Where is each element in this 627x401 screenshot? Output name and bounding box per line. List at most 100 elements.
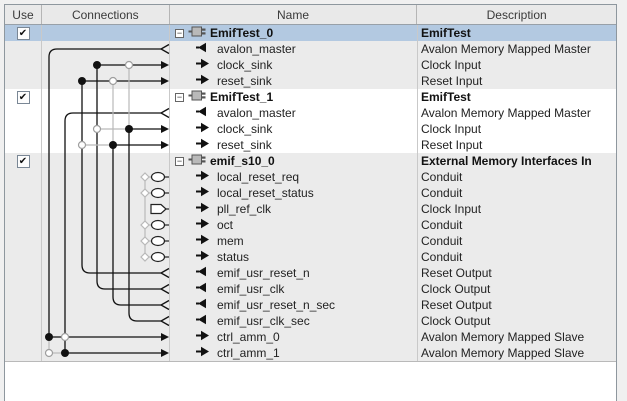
- port-name-cell[interactable]: emif_usr_clk: [170, 281, 418, 297]
- output-port-icon: [196, 266, 211, 280]
- table-row-port[interactable]: ctrl_amm_0 Avalon Memory Mapped Slave: [5, 329, 616, 345]
- input-port-icon: [196, 74, 211, 88]
- port-name-cell[interactable]: avalon_master: [170, 41, 418, 57]
- collapse-toggle[interactable]: −: [175, 155, 184, 166]
- table-row-emiftest-1[interactable]: ✔ − EmifTest_1 EmifTest: [5, 89, 616, 105]
- table-row-emif-s10-0[interactable]: ✔ − emif_s10_0 External Memory Interface…: [5, 153, 616, 169]
- description-cell: EmifTest: [418, 89, 616, 105]
- port-name-cell[interactable]: mem: [170, 233, 418, 249]
- table-header: Use Connections Name Description: [5, 5, 616, 25]
- description-cell: External Memory Interfaces In: [418, 153, 616, 169]
- table-row-port[interactable]: avalon_master Avalon Memory Mapped Maste…: [5, 41, 616, 57]
- table-row-port[interactable]: local_reset_status Conduit: [5, 185, 616, 201]
- port-name: emif_usr_clk_sec: [217, 314, 310, 328]
- description-cell: Conduit: [418, 185, 616, 201]
- module-icon: [188, 90, 206, 104]
- input-port-icon: [196, 218, 211, 232]
- table-row-port[interactable]: pll_ref_clk Clock Input: [5, 201, 616, 217]
- table-row-port[interactable]: reset_sink Reset Input: [5, 73, 616, 89]
- table-row-port[interactable]: oct Conduit: [5, 217, 616, 233]
- port-name-cell[interactable]: emif_usr_reset_n_sec: [170, 297, 418, 313]
- port-name-cell[interactable]: emif_usr_reset_n: [170, 265, 418, 281]
- port-name: ctrl_amm_0: [217, 330, 280, 344]
- port-name: pll_ref_clk: [217, 202, 272, 216]
- column-header-use-label: Use: [12, 7, 34, 22]
- export-endpoint-icons[interactable]: [150, 171, 169, 263]
- port-name-cell[interactable]: pll_ref_clk: [170, 201, 418, 217]
- table-row-port[interactable]: emif_usr_clk_sec Clock Output: [5, 313, 616, 329]
- port-name-cell[interactable]: oct: [170, 217, 418, 233]
- port-name: reset_sink: [217, 74, 272, 88]
- input-port-icon: [196, 58, 211, 72]
- table-row-port[interactable]: local_reset_req Conduit: [5, 169, 616, 185]
- description-cell: Avalon Memory Mapped Slave: [418, 329, 616, 345]
- module-name-cell[interactable]: − EmifTest_1: [170, 89, 418, 105]
- column-header-connections: Connections: [42, 5, 170, 24]
- column-header-connections-label: Connections: [71, 7, 139, 22]
- table-row-port[interactable]: emif_usr_reset_n_sec Reset Output: [5, 297, 616, 313]
- table-row-port[interactable]: avalon_master Avalon Memory Mapped Maste…: [5, 105, 616, 121]
- port-name-cell[interactable]: local_reset_req: [170, 169, 418, 185]
- module-name: EmifTest_1: [210, 90, 274, 104]
- table-row-emiftest-0[interactable]: ✔ − EmifTest_0 EmifTest: [5, 25, 616, 41]
- port-name: emif_usr_clk: [217, 282, 285, 296]
- clock-tag-icon: [150, 203, 167, 215]
- port-name: ctrl_amm_1: [217, 346, 280, 360]
- description-cell: Reset Output: [418, 265, 616, 281]
- use-checkbox[interactable]: ✔: [16, 154, 30, 168]
- port-name: clock_sink: [217, 122, 273, 136]
- collapse-toggle[interactable]: −: [175, 91, 184, 102]
- port-name-cell[interactable]: local_reset_status: [170, 185, 418, 201]
- module-name-cell[interactable]: − EmifTest_0: [170, 25, 418, 41]
- input-port-icon: [196, 138, 211, 152]
- collapse-toggle[interactable]: −: [175, 27, 184, 38]
- connection-dots[interactable]: [45, 61, 133, 357]
- port-name-cell[interactable]: clock_sink: [170, 121, 418, 137]
- connections-graph[interactable]: [42, 25, 170, 361]
- description-cell: Conduit: [418, 249, 616, 265]
- use-cell: ✔: [5, 89, 42, 105]
- table-row-port[interactable]: clock_sink Clock Input: [5, 57, 616, 73]
- description-cell: Conduit: [418, 217, 616, 233]
- use-cell: ✔: [5, 153, 42, 169]
- port-name: avalon_master: [217, 42, 296, 56]
- port-name: local_reset_status: [217, 186, 314, 200]
- column-header-description: Description: [417, 5, 616, 24]
- port-name: emif_usr_reset_n: [217, 266, 310, 280]
- module-icon: [188, 154, 206, 168]
- port-name-cell[interactable]: reset_sink: [170, 137, 418, 153]
- use-cell: ✔: [5, 25, 42, 41]
- output-port-icon: [196, 42, 211, 56]
- table-row-port[interactable]: mem Conduit: [5, 233, 616, 249]
- port-name-cell[interactable]: clock_sink: [170, 57, 418, 73]
- description-cell: Clock Output: [418, 281, 616, 297]
- description-cell: Reset Input: [418, 73, 616, 89]
- port-name-cell[interactable]: status: [170, 249, 418, 265]
- description-cell: Avalon Memory Mapped Slave: [418, 345, 616, 361]
- table-row-port[interactable]: emif_usr_reset_n Reset Output: [5, 265, 616, 281]
- description-cell: EmifTest: [418, 25, 616, 41]
- port-name-cell[interactable]: ctrl_amm_1: [170, 345, 418, 361]
- port-name-cell[interactable]: reset_sink: [170, 73, 418, 89]
- port-name: oct: [217, 218, 234, 232]
- column-header-name-label: Name: [277, 7, 310, 22]
- input-port-icon: [196, 202, 211, 216]
- use-checkbox[interactable]: ✔: [16, 26, 30, 40]
- port-name-cell[interactable]: ctrl_amm_0: [170, 329, 418, 345]
- description-cell: Reset Output: [418, 297, 616, 313]
- port-name: clock_sink: [217, 58, 273, 72]
- system-contents-table: Use Connections Name Description ✔ − Emi…: [4, 4, 617, 401]
- port-name-cell[interactable]: avalon_master: [170, 105, 418, 121]
- module-name-cell[interactable]: − emif_s10_0: [170, 153, 418, 169]
- table-row-port[interactable]: status Conduit: [5, 249, 616, 265]
- description-cell: Clock Input: [418, 57, 616, 73]
- description-cell: Clock Input: [418, 201, 616, 217]
- table-body: ✔ − EmifTest_0 EmifTest avalon_master Av…: [5, 25, 616, 362]
- use-checkbox[interactable]: ✔: [16, 90, 30, 104]
- possible-connection-points[interactable]: [44, 60, 134, 358]
- port-name: mem: [217, 234, 244, 248]
- export-diamond-icons[interactable]: [140, 172, 150, 262]
- port-name-cell[interactable]: emif_usr_clk_sec: [170, 313, 418, 329]
- connections-cell: [42, 25, 170, 41]
